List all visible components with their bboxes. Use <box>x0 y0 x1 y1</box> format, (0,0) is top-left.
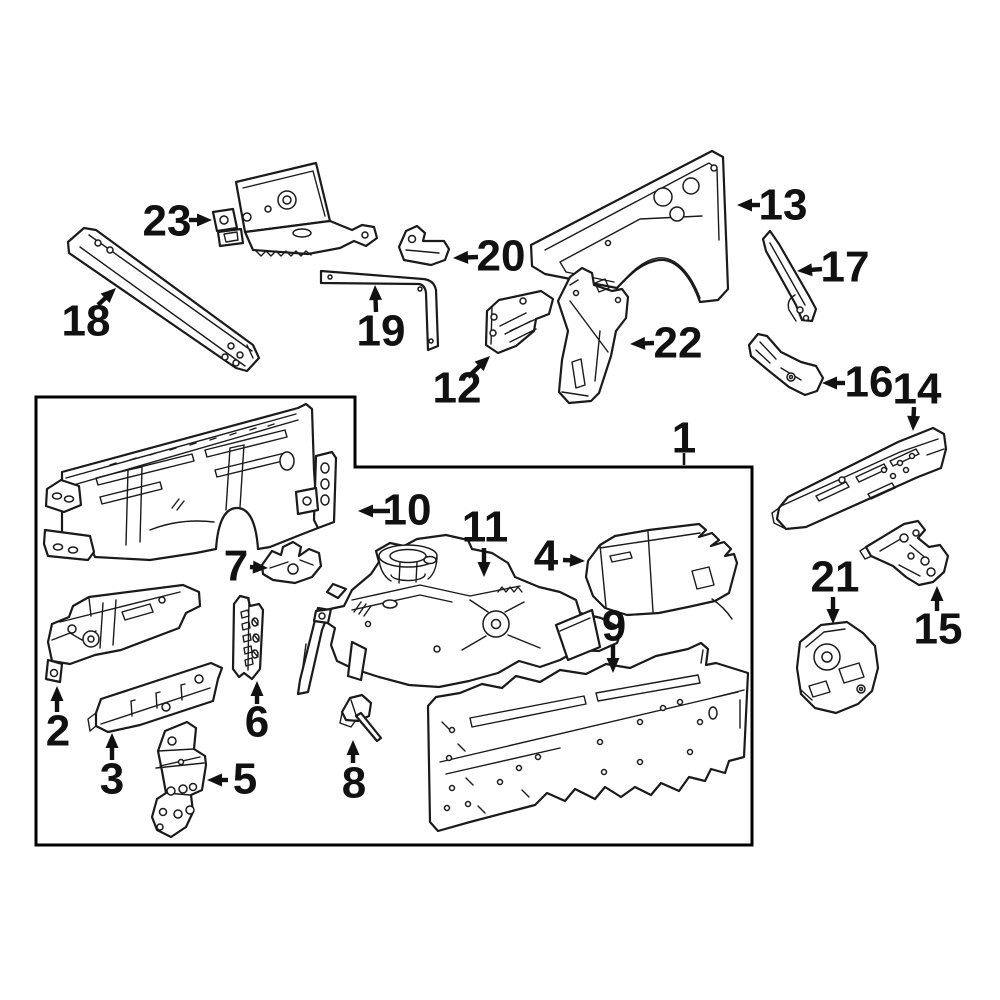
part-17-drawing <box>761 229 818 323</box>
part-number-label: 12 <box>433 364 482 413</box>
part-number-label: 3 <box>100 755 124 804</box>
callout-23: 23 <box>143 197 212 246</box>
callout-arrowhead-icon <box>358 504 373 518</box>
callout-arrowhead-icon <box>822 376 837 390</box>
part-number-label: 10 <box>383 486 432 535</box>
part-number-label: 18 <box>62 297 111 346</box>
callout-4: 4 <box>534 532 585 581</box>
part-9-drawing <box>426 641 750 833</box>
part-20-drawing <box>397 224 451 267</box>
part-23-drawing <box>211 161 379 257</box>
callout-arrowhead-icon <box>100 288 116 304</box>
callout-13: 13 <box>737 181 807 230</box>
part-number-label: 7 <box>224 542 248 591</box>
assembly-group-box <box>34 395 754 847</box>
callout-7: 7 <box>224 542 268 591</box>
callout-arrowhead-icon <box>930 586 944 601</box>
part-number-label: 1 <box>672 414 696 463</box>
part-number-label: 2 <box>46 707 70 756</box>
callout-arrowhead-icon <box>453 250 469 264</box>
callout-arrowhead-icon <box>369 285 383 301</box>
callout-20: 20 <box>453 232 525 281</box>
part-21-drawing <box>795 620 880 715</box>
callout-9: 9 <box>602 602 626 673</box>
part-number-label: 8 <box>342 759 366 808</box>
part-number-label: 21 <box>811 553 860 602</box>
callout-22: 22 <box>630 319 702 368</box>
part-number-label: 4 <box>534 532 559 581</box>
callout-10: 10 <box>358 486 431 535</box>
part-5-drawing <box>150 720 208 839</box>
callout-arrowhead-icon <box>474 356 490 372</box>
callout-3: 3 <box>100 733 124 804</box>
part-number-label: 5 <box>233 755 257 804</box>
part-number-label: 23 <box>143 197 192 246</box>
callout-2: 2 <box>46 686 70 756</box>
callout-arrowhead-icon <box>50 686 64 701</box>
part-12-drawing <box>484 289 555 355</box>
part-number-label: 6 <box>245 698 269 747</box>
part-number-label: 19 <box>357 307 406 356</box>
callout-18: 18 <box>62 288 116 346</box>
callout-arrowhead-icon <box>797 263 813 277</box>
part-11-drawing <box>296 533 624 696</box>
callout-17: 17 <box>797 243 869 292</box>
part-14-drawing <box>771 426 948 531</box>
callout-arrowhead-icon <box>477 562 491 577</box>
part-number-label: 9 <box>602 602 626 651</box>
callout-arrowhead-icon <box>569 553 585 567</box>
callout-16: 16 <box>822 358 893 407</box>
callout-arrowhead-icon <box>346 740 360 755</box>
part-2-drawing <box>44 583 202 684</box>
part-number-label: 15 <box>914 605 963 654</box>
part-13-drawing <box>529 149 730 304</box>
callout-arrowhead-icon <box>197 213 212 227</box>
callout-arrowhead-icon <box>252 560 268 574</box>
part-number-label: 16 <box>845 358 894 407</box>
callout-12: 12 <box>433 356 490 413</box>
part-number-label: 20 <box>477 232 526 281</box>
callout-1: 1 <box>672 414 696 465</box>
callout-15: 15 <box>914 586 963 654</box>
part-16-drawing <box>747 332 825 397</box>
callout-21: 21 <box>811 553 860 624</box>
part-15-drawing <box>859 519 950 587</box>
part-3-drawing <box>87 661 224 734</box>
callout-arrowhead-icon <box>907 415 921 431</box>
callout-5: 5 <box>207 755 257 804</box>
callout-19: 19 <box>357 285 406 356</box>
part-19-drawing <box>319 269 440 352</box>
part-8-drawing <box>339 693 383 743</box>
callout-8: 8 <box>342 740 366 808</box>
part-10-drawing <box>42 402 338 562</box>
callout-arrowhead-icon <box>630 336 646 350</box>
part-number-label: 22 <box>654 319 703 368</box>
part-number-label: 14 <box>893 365 942 414</box>
callout-14: 14 <box>893 365 942 431</box>
callout-arrowhead-icon <box>737 198 752 212</box>
part-number-label: 17 <box>821 243 870 292</box>
callout-6: 6 <box>245 681 269 747</box>
callout-arrowhead-icon <box>826 609 840 624</box>
part-6-drawing <box>231 594 265 681</box>
part-18-drawing <box>66 226 261 373</box>
part-22-drawing <box>556 266 630 405</box>
callout-arrowhead-icon <box>606 658 620 673</box>
callout-arrowhead-icon <box>105 733 119 748</box>
part-number-label: 13 <box>759 181 808 230</box>
callout-11: 11 <box>462 503 509 577</box>
callout-arrowhead-icon <box>207 773 222 787</box>
part-7-drawing <box>260 540 323 585</box>
callout-arrowhead-icon <box>250 681 264 696</box>
part-4-drawing <box>584 522 739 620</box>
part-number-label: 11 <box>462 503 509 552</box>
